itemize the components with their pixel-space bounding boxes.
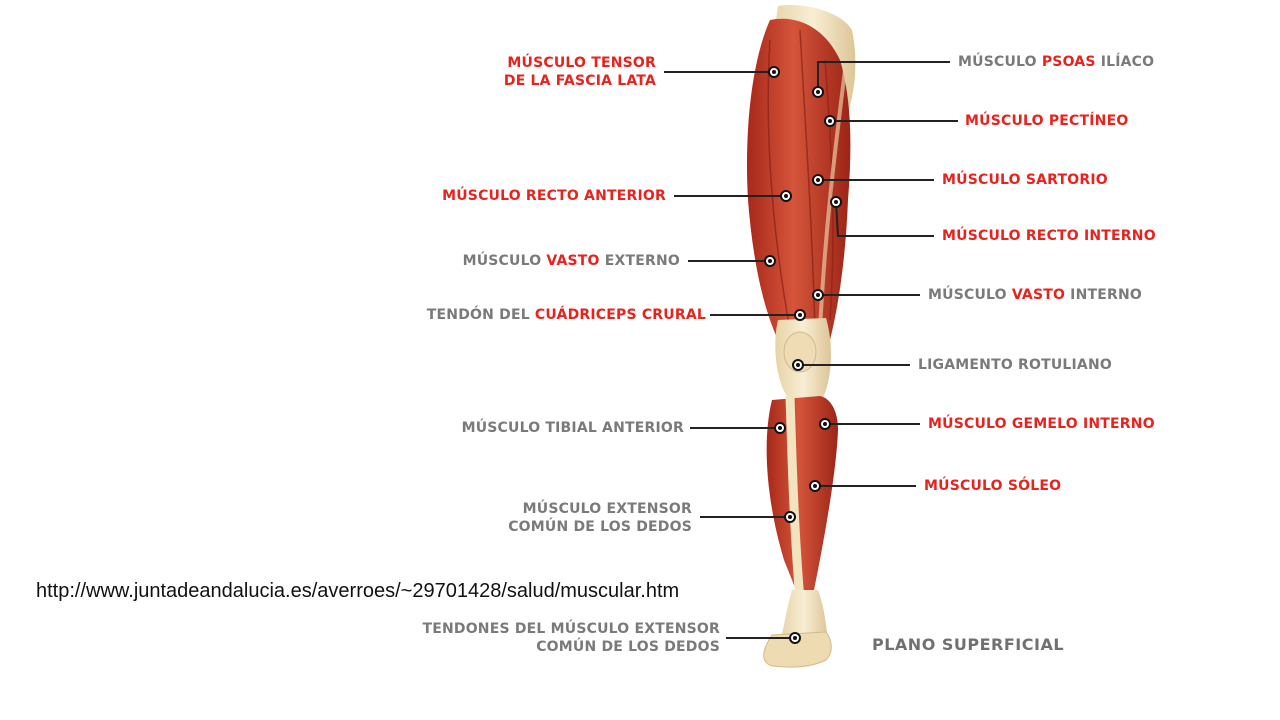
label-text-red: VASTO — [546, 253, 600, 269]
label-text: MÚSCULO — [462, 253, 547, 269]
plano-superficial-caption: PLANO SUPERFICIAL — [872, 635, 1065, 654]
label-text: EXTERNO — [599, 253, 680, 269]
source-url: http://www.juntadeandalucia.es/averroes/… — [36, 580, 680, 602]
lower-leg-muscles — [766, 396, 838, 600]
label-text: MÚSCULO SÓLEO — [924, 478, 1062, 494]
label-line: MÚSCULO TENSOR — [507, 55, 656, 71]
leader-lines — [664, 61, 958, 639]
label-soleo: MÚSCULO SÓLEO — [924, 477, 1061, 495]
ankle — [780, 590, 828, 640]
label-line: DE LA FASCIA LATA — [503, 73, 656, 89]
label-line: COMÚN DE LOS DEDOS — [508, 519, 692, 535]
label-text: MÚSCULO PECTÍNEO — [965, 113, 1129, 129]
label-sartorio: MÚSCULO SARTORIO — [942, 171, 1108, 189]
label-line: TENDONES DEL MÚSCULO EXTENSOR — [422, 621, 720, 637]
patella — [783, 331, 817, 373]
label-text: MÚSCULO RECTO ANTERIOR — [442, 188, 666, 204]
label-tibial-anterior: MÚSCULO TIBIAL ANTERIOR — [400, 419, 684, 437]
label-tensor-fascia-lata: MÚSCULO TENSOR DE LA FASCIA LATA — [440, 54, 656, 90]
label-vasto-externo: MÚSCULO VASTO EXTERNO — [410, 252, 680, 270]
label-pectineo: MÚSCULO PECTÍNEO — [965, 112, 1128, 130]
thigh-striation — [799, 29, 816, 331]
label-text: MÚSCULO — [928, 287, 1012, 303]
tibia — [785, 395, 805, 601]
label-line: MÚSCULO EXTENSOR — [522, 501, 692, 517]
label-text: ILÍACO — [1095, 54, 1155, 70]
label-text: MÚSCULO RECTO INTERNO — [942, 228, 1156, 244]
label-text: MÚSCULO — [958, 54, 1042, 70]
label-psoas-iliaco: MÚSCULO PSOAS ILÍACO — [958, 53, 1154, 71]
label-ligamento-rotuliano: LIGAMENTO ROTULIANO — [918, 356, 1112, 374]
label-line: COMÚN DE LOS DEDOS — [536, 639, 720, 655]
label-tendon-cuadriceps: TENDÓN DEL CUÁDRICEPS CRURAL — [380, 306, 706, 324]
label-recto-interno: MÚSCULO RECTO INTERNO — [942, 227, 1156, 245]
label-tendones-extensor: TENDONES DEL MÚSCULO EXTENSOR COMÚN DE L… — [380, 620, 720, 656]
foot — [763, 631, 832, 668]
label-text: LIGAMENTO ROTULIANO — [918, 357, 1112, 373]
label-text-red: CUÁDRICEPS CRURAL — [534, 307, 706, 323]
label-text-red: VASTO — [1011, 287, 1066, 303]
label-extensor-comun: MÚSCULO EXTENSOR COMÚN DE LOS DEDOS — [450, 500, 692, 536]
label-text: INTERNO — [1065, 287, 1143, 303]
label-text: MÚSCULO GEMELO INTERNO — [928, 416, 1155, 432]
label-text-red: PSOAS — [1041, 54, 1096, 70]
label-gemelo-interno: MÚSCULO GEMELO INTERNO — [928, 415, 1155, 433]
label-vasto-interno: MÚSCULO VASTO INTERNO — [928, 286, 1142, 304]
label-recto-anterior: MÚSCULO RECTO ANTERIOR — [400, 187, 666, 205]
pointer-dot-centers — [768, 70, 838, 640]
label-text: MÚSCULO SARTORIO — [942, 172, 1108, 188]
label-text: TENDÓN DEL — [426, 307, 535, 323]
label-text: MÚSCULO TIBIAL ANTERIOR — [461, 420, 684, 436]
